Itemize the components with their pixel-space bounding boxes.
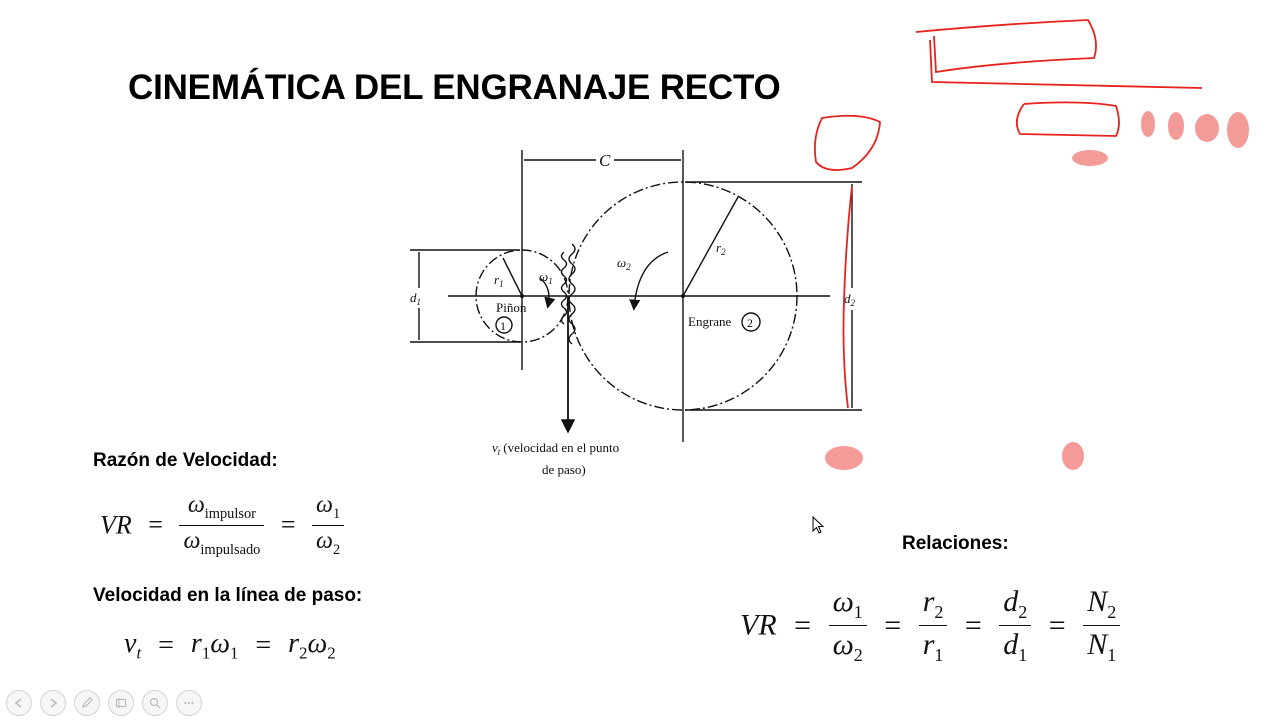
pinion-pitch-circle (475, 249, 569, 343)
label-r2: r2 (716, 240, 726, 257)
relations-heading: Relaciones: (902, 533, 1009, 554)
highlight-dot (1072, 150, 1108, 166)
radius-ratio: r2 r1 (918, 585, 948, 666)
velocity-ratio-heading: Razón de Velocidad: (93, 450, 278, 471)
slide-title: CINEMÁTICA DEL ENGRANAJE RECTO (128, 68, 781, 107)
presentation-toolbar (6, 690, 202, 716)
pinion-center-dot (520, 294, 524, 298)
pinion-number-circle (495, 316, 513, 334)
r1-radius (502, 257, 523, 297)
pen-icon[interactable] (74, 690, 100, 716)
pinion-label: Piñon (496, 300, 527, 315)
pen-highlights (825, 111, 1249, 470)
more-icon[interactable] (176, 690, 202, 716)
pinion-number: 1 (500, 319, 506, 333)
label-omega1: ω1 (539, 269, 553, 286)
annotation-scribble-box (915, 19, 1097, 74)
gear-label: Engrane (688, 314, 732, 329)
annotation-vertical (842, 185, 853, 409)
omega-fraction: ω1 ω2 (312, 492, 345, 559)
annotation-line (929, 39, 1203, 89)
pitch-line-velocity-equation: vt = r1ω1 = r2ω2 (124, 628, 336, 663)
gear-pitch-circle (568, 181, 798, 411)
zoom-icon[interactable] (142, 690, 168, 716)
gear-teeth (568, 243, 576, 345)
equals-sign: = (148, 510, 163, 540)
relations-equation: VR = ω1 ω2 = r2 r1 = d2 d1 = N2 N1 (740, 585, 1121, 666)
highlight-dot (1141, 111, 1155, 137)
vt-label: vt(velocidad en el punto (492, 440, 619, 457)
r2-radius (682, 196, 739, 297)
equals-sign: = (280, 510, 296, 540)
label-d1: d1 (410, 290, 421, 307)
omega-ratio: ω1 ω2 (828, 585, 867, 666)
gear-number: 2 (747, 316, 753, 330)
driver-driven-fraction: ωimpulsor ωimpulsado (179, 492, 265, 559)
highlight-dot (825, 446, 863, 470)
diagram-lines (410, 150, 862, 442)
label-omega2: ω2 (617, 255, 631, 272)
gear-center-dot (681, 294, 685, 298)
vr-label: VR (100, 510, 132, 540)
label-c: C (599, 151, 611, 170)
label-r1: r1 (494, 272, 504, 289)
pen-annotations (813, 19, 1203, 409)
mouse-cursor-icon (812, 516, 825, 534)
teeth-ratio: N2 N1 (1083, 585, 1121, 666)
highlight-dot (1062, 442, 1084, 470)
diameter-ratio: d2 d1 (999, 585, 1032, 666)
highlight-dot (1195, 114, 1219, 142)
label-d2: d2 (844, 291, 856, 308)
omega2-arrow (629, 251, 669, 311)
vt-label-line2: de paso) (542, 462, 586, 477)
velocity-ratio-equation: VR = ωimpulsor ωimpulsado = ω1 ω2 (100, 492, 345, 559)
annotation-rect (1015, 101, 1120, 137)
highlight-dot (1227, 112, 1249, 148)
annotation-circle (813, 114, 881, 171)
previous-icon[interactable] (6, 690, 32, 716)
highlight-dot (1168, 112, 1184, 140)
next-icon[interactable] (40, 690, 66, 716)
omega1-arrow (539, 277, 556, 309)
slides-icon[interactable] (108, 690, 134, 716)
gear-number-circle (741, 312, 761, 332)
pinion-teeth (560, 251, 568, 325)
pitch-line-velocity-heading: Velocidad en la línea de paso: (93, 585, 363, 606)
